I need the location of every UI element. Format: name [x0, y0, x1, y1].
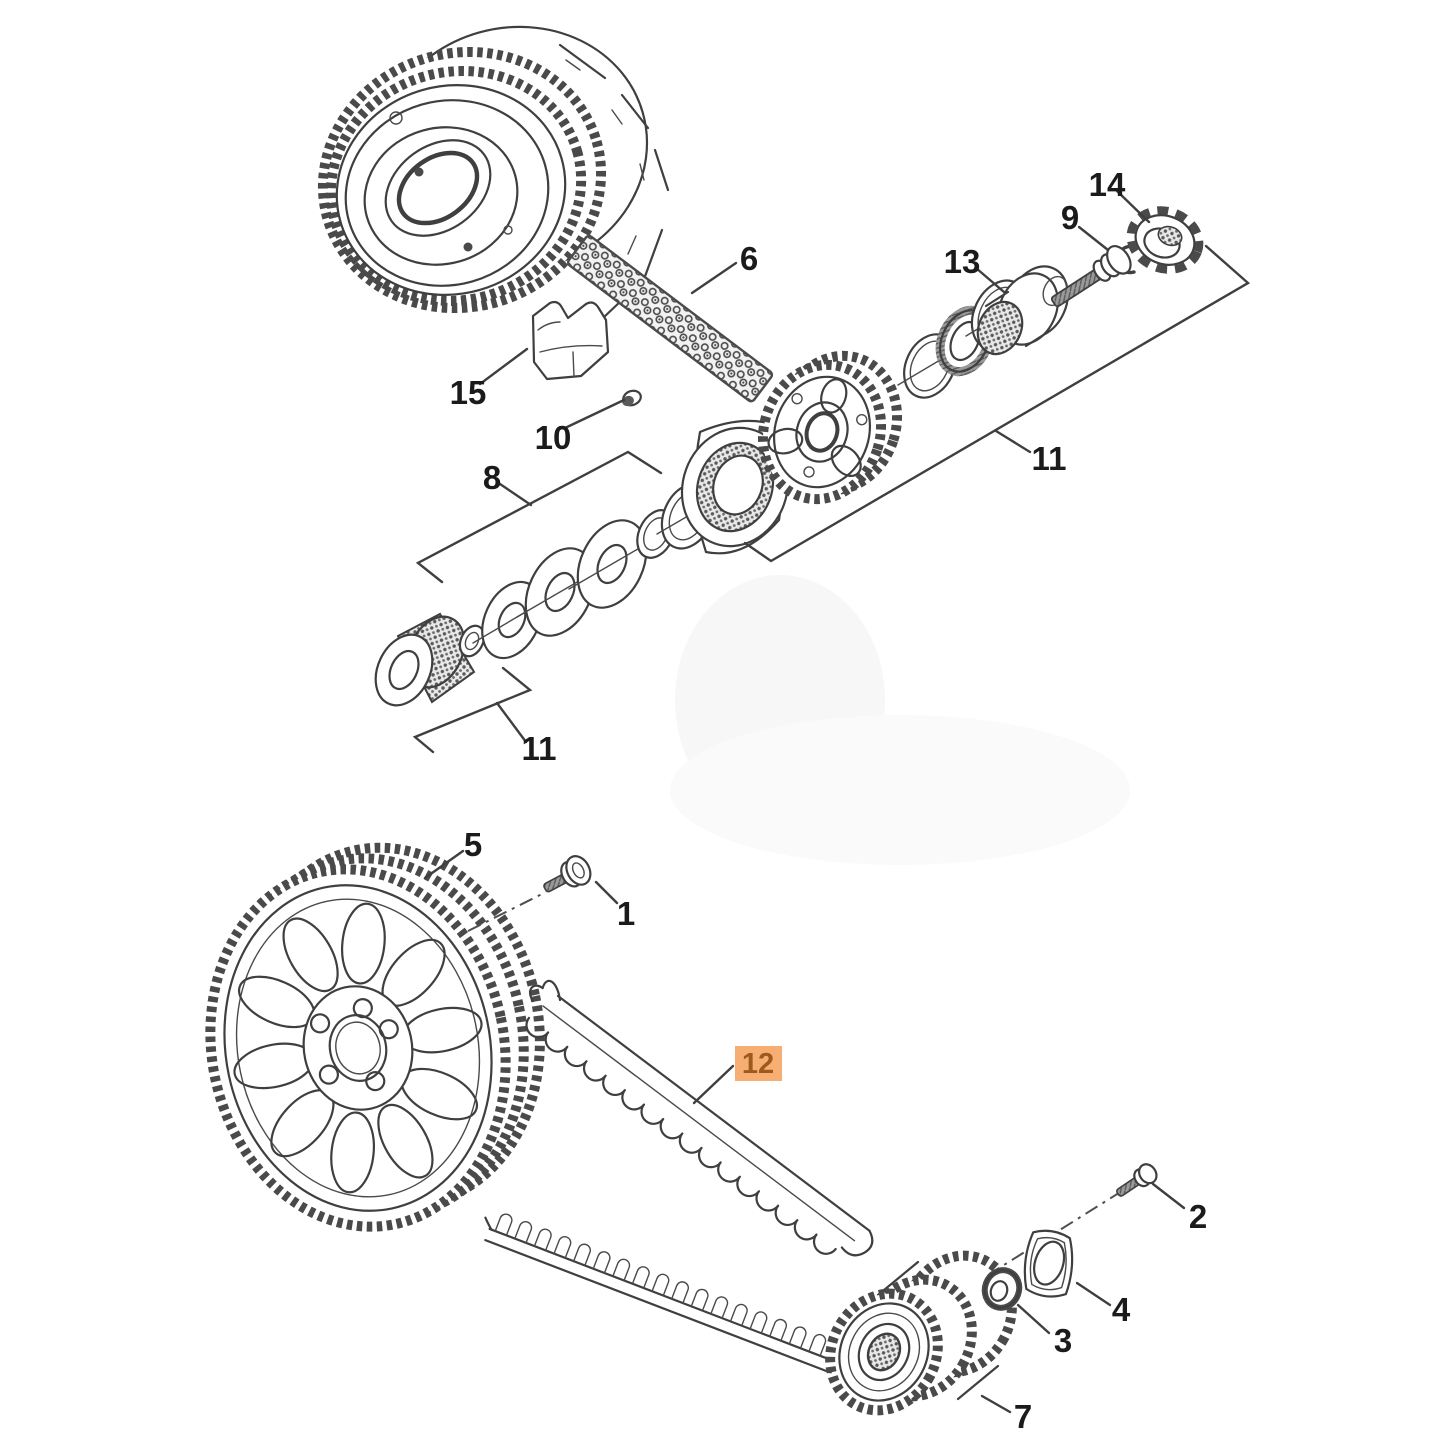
leader-10: [563, 398, 626, 430]
rear-pulley: [205, 842, 545, 1232]
callout-7[interactable]: 7: [1014, 1398, 1032, 1435]
callout-15[interactable]: 15: [450, 374, 487, 411]
pivot-nut: [622, 389, 642, 407]
release-hub: [976, 265, 1069, 356]
callout-12-highlight-box[interactable]: [735, 1046, 782, 1081]
tensioner-shoe: [531, 300, 610, 381]
drive-belt-top: [525, 979, 874, 1257]
pulley-hub: [302, 985, 414, 1111]
leader-13: [974, 266, 1006, 294]
clutch-drum: [317, 25, 670, 337]
leader-5: [423, 849, 465, 880]
primary-chain: [566, 234, 774, 403]
callout-3[interactable]: 3: [1054, 1322, 1072, 1359]
bolt-9: [1050, 245, 1132, 308]
callout-12[interactable]: 12: [742, 1048, 774, 1080]
callout-14[interactable]: 14: [1089, 166, 1126, 203]
clutch-pack-stack: [374, 419, 790, 707]
callout-1[interactable]: 1: [617, 895, 635, 932]
gasket-4: [1023, 1229, 1074, 1298]
drive-belt-bottom: [484, 1213, 849, 1374]
callout-2[interactable]: 2: [1189, 1198, 1207, 1235]
callout-5[interactable]: 5: [464, 826, 482, 863]
leader-2: [1151, 1182, 1186, 1210]
callout-6[interactable]: 6: [740, 240, 758, 277]
bracket-11-lower: [412, 666, 533, 754]
transmission-pulley: [825, 1250, 1017, 1416]
callout-13[interactable]: 13: [944, 243, 981, 280]
callout-11-lower[interactable]: 11: [522, 730, 557, 767]
callout-9[interactable]: 9: [1061, 199, 1079, 236]
leader-1: [594, 880, 619, 905]
leader-4: [1075, 1281, 1112, 1307]
leader-15: [478, 347, 529, 386]
scan-shading: [670, 575, 1130, 865]
callout-8[interactable]: 8: [483, 459, 501, 496]
callout-10[interactable]: 10: [535, 419, 572, 456]
bracket-8: [415, 450, 663, 584]
leader-3: [1016, 1303, 1051, 1335]
bolt-1: [543, 855, 592, 893]
leader-7: [980, 1394, 1012, 1414]
bracket-11-upper: [743, 244, 1251, 563]
leader-14: [1115, 189, 1151, 224]
star-nut-14: [1126, 206, 1204, 274]
callout-4[interactable]: 4: [1112, 1291, 1131, 1328]
leader-6: [690, 261, 738, 295]
nut-3: [981, 1267, 1023, 1311]
bolt-2: [1116, 1163, 1158, 1197]
callout-12-highlighted[interactable]: 12: [735, 1046, 782, 1081]
leader-9: [1077, 225, 1110, 252]
leader-12: [692, 1064, 735, 1105]
adjuster-nut: [374, 612, 476, 707]
clutch-sprocket: [757, 350, 903, 505]
callout-11-upper[interactable]: 11: [1032, 440, 1067, 477]
callout-labels: 1 2 3 4 5 6 7 8 9 10 11 11 13 14 15: [450, 166, 1208, 1435]
